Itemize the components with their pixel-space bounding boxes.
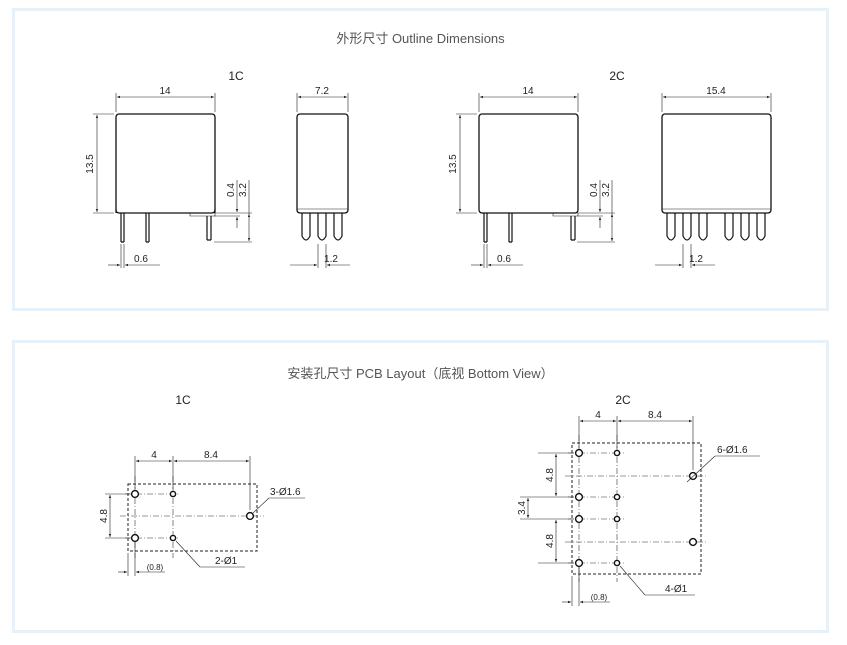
pin (698, 213, 708, 241)
pcb-1c-label: 1C (175, 393, 191, 407)
dim-pitch-2c: 1.2 (689, 254, 703, 265)
pcb-2c-dim-v3: 4.8 (545, 534, 556, 548)
pcb-hole (245, 511, 255, 521)
pin (206, 216, 212, 241)
pcb-2c-dim-v1: 4.8 (545, 468, 556, 482)
pcb-2c-label: 2C (615, 393, 631, 407)
dim-pin-width-1c: 0.6 (134, 254, 148, 265)
pcb-hole (130, 489, 140, 499)
pcb-hole (613, 449, 621, 457)
relay-body-side-1c (296, 113, 349, 214)
pcb-hole (688, 537, 698, 547)
pin (508, 213, 513, 243)
pcb-layout-panel: 安装孔尺寸 PCB Layout（底视 Bottom View） (12, 340, 829, 633)
pin (666, 213, 676, 241)
outline-2c: 2C 14 13.5 0.4 3.2 (448, 69, 772, 268)
outline-2c-front-view: 14 13.5 0.4 3.2 0.6 (448, 86, 615, 268)
pin (756, 213, 766, 241)
pcb-hole (130, 533, 140, 543)
pcb-hole (574, 448, 584, 458)
outline-1c: 1C 14 13.5 0.4 (85, 69, 350, 268)
pcb-2c-dim-b: 8.4 (648, 410, 662, 421)
pin (317, 213, 327, 241)
pcb-hole (169, 534, 177, 542)
pcb-2c-hole-small: 4-Ø1 (665, 584, 688, 595)
pin (145, 213, 150, 243)
outline-1c-front-view: 14 13.5 0.4 3.2 0.6 (85, 86, 252, 268)
outline-2c-label: 2C (609, 69, 625, 83)
pin (333, 213, 343, 241)
pcb-hole (613, 493, 621, 501)
pcb-2c-dim-edge: (0.8) (591, 593, 608, 602)
dim-pin-width-2c: 0.6 (497, 254, 511, 265)
pcb-hole (613, 559, 621, 567)
outline-1c-side-view: 7.2 1.2 (290, 86, 350, 268)
pcb-2c-hole-big: 6-Ø1.6 (717, 445, 748, 456)
dim-pin-gap-1c: 0.4 (226, 183, 237, 197)
pin (740, 213, 750, 241)
dim-width-2c: 14 (522, 86, 534, 97)
pin (570, 216, 576, 241)
pcb-hole (574, 514, 584, 524)
pcb-2c-dim-a: 4 (595, 410, 601, 421)
pcb-1c: 1C 4 8.4 4.8 (0.8) 3-Ø1.6 (99, 393, 305, 576)
pcb-2c: 2C 4 8.4 4.8 3 (517, 393, 760, 606)
dim-pitch-1c: 1.2 (324, 254, 338, 265)
pin (724, 213, 734, 241)
dim-height-2c: 13.5 (448, 154, 459, 174)
pcb-1c-dim-edge: (0.8) (147, 563, 164, 572)
outline-1c-label: 1C (228, 69, 244, 83)
pcb-1c-outline (127, 483, 258, 552)
pcb-hole (613, 515, 621, 523)
pin (682, 213, 692, 241)
dim-pin-gap-2c: 0.4 (589, 183, 600, 197)
outline-2c-side-view: 15.4 1.2 (655, 86, 772, 268)
pcb-1c-dim-v: 4.8 (99, 509, 110, 523)
pcb-title: 安装孔尺寸 PCB Layout（底视 Bottom View） (287, 366, 554, 381)
pcb-1c-dim-b: 8.4 (204, 450, 218, 461)
pcb-1c-hole-small: 2-Ø1 (215, 556, 238, 567)
dim-side-width-1c: 7.2 (315, 86, 329, 97)
outline-title: 外形尺寸 Outline Dimensions (336, 31, 505, 46)
pcb-1c-hole-big: 3-Ø1.6 (270, 487, 301, 498)
relay-body-side-2c (661, 113, 772, 214)
pcb-1c-dim-a: 4 (151, 450, 157, 461)
pcb-2c-outline (571, 442, 702, 575)
relay-body-front-1c (115, 113, 216, 214)
pin (120, 213, 125, 243)
pin (301, 213, 311, 241)
pcb-2c-dim-v2: 3.4 (517, 501, 528, 515)
dim-width-1c: 14 (159, 86, 171, 97)
dim-pin-len-1c: 3.2 (238, 183, 249, 197)
pcb-hole (169, 490, 177, 498)
dim-side-width-2c: 15.4 (706, 86, 726, 97)
pcb-hole (574, 492, 584, 502)
dim-height-1c: 13.5 (85, 154, 96, 174)
relay-body-front-2c (478, 113, 579, 214)
pin (483, 213, 488, 243)
dim-pin-len-2c: 3.2 (601, 183, 612, 197)
pcb-hole (574, 558, 584, 568)
